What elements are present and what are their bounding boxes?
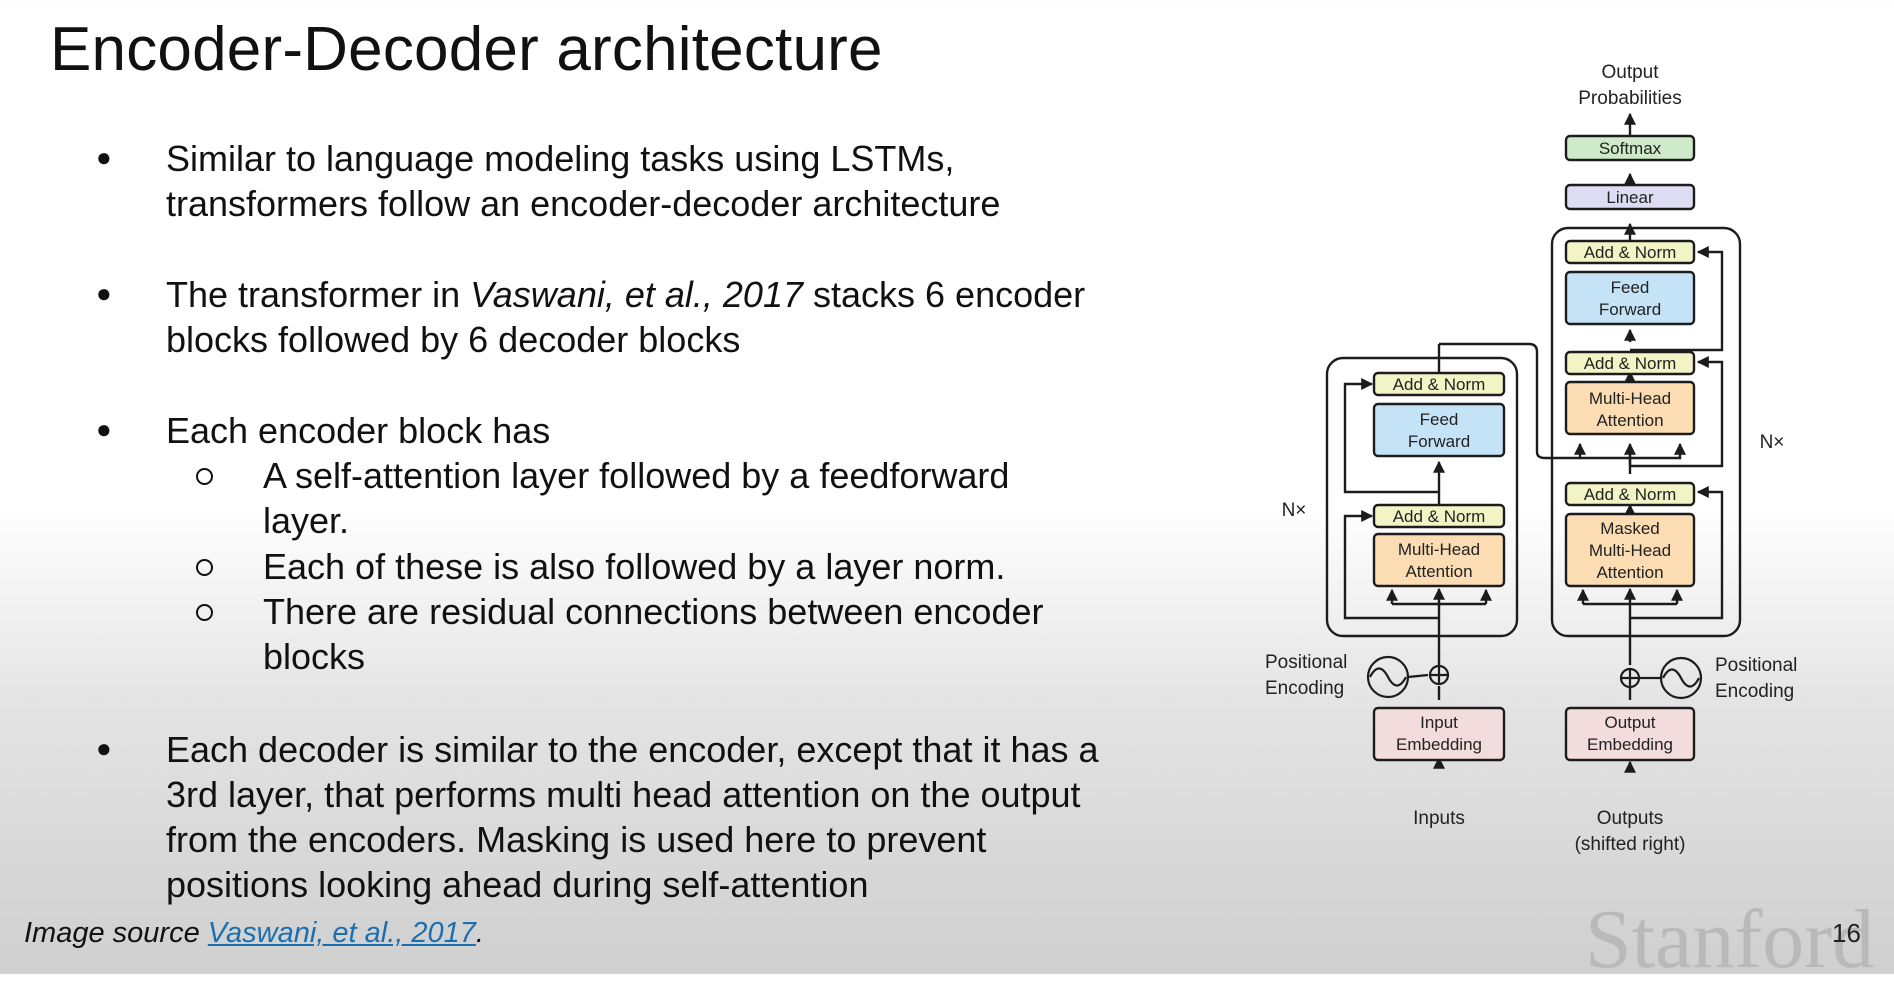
encoder-add-norm-top — [1372, 371, 1506, 397]
softmax-label: Softmax — [1599, 139, 1662, 158]
decoder-add-norm-middle — [1564, 350, 1696, 376]
bullet-2-text-pre: The transformer in — [166, 274, 471, 315]
encoder-add-norm-top-label: Add & Norm — [1393, 375, 1486, 394]
output-probabilities-label-2: Probabilities — [1578, 88, 1682, 109]
decoder-add-norm-middle-label: Add & Norm — [1584, 354, 1677, 373]
sub-bullet-1-line-2: layer. — [263, 500, 350, 541]
decoder-feed-forward — [1564, 270, 1696, 326]
decoder-add-norm-bottom-label: Add & Norm — [1584, 485, 1677, 504]
encoder-stack-frame — [1325, 356, 1519, 638]
input-embedding — [1372, 706, 1506, 762]
decoder-mha-label-1: Multi-Head — [1589, 389, 1671, 408]
citation-link[interactable]: Vaswani, et al., 2017 — [207, 917, 476, 949]
output-embedding — [1564, 706, 1696, 762]
decoder-feed-forward-label-1: Feed — [1611, 278, 1650, 297]
decoder-add-norm-top — [1564, 239, 1696, 265]
decoder-positional-encoding-label-1: Positional — [1715, 655, 1797, 676]
output-embedding-label-2: Embedding — [1587, 735, 1673, 754]
sub-bullet-3-line-2: blocks — [263, 636, 366, 677]
decoder-positional-encoding-label-2: Encoding — [1715, 681, 1794, 702]
decoder-feed-forward-label-2: Forward — [1599, 300, 1661, 319]
caption-prefix: Image source — [24, 917, 208, 949]
bullet-marker: ● — [96, 142, 112, 172]
bullet-2-line-2: blocks followed by 6 decoder blocks — [166, 319, 741, 360]
masked-mha-label-3: Attention — [1596, 563, 1663, 582]
bullet-4-line-4: positions looking ahead during self-atte… — [166, 864, 869, 905]
bullet-marker: ● — [96, 733, 112, 763]
sub-bullet-marker — [196, 604, 213, 621]
transformer-diagram: Output Probabilities Softmax Linear Add … — [1265, 62, 1797, 855]
encoder-add-norm-bottom — [1372, 503, 1506, 529]
bullet-2-line-1: The transformer in Vaswani, et al., 2017… — [166, 272, 1085, 317]
encoder-multi-head-attention — [1372, 532, 1506, 588]
outputs-label-2: (shifted right) — [1575, 834, 1686, 855]
bullet-4-line-3: from the encoders. Masking is used here … — [166, 819, 987, 860]
bullet-4-line-2: 3rd layer, that performs multi head atte… — [166, 774, 1081, 815]
outputs-label-1: Outputs — [1597, 808, 1664, 829]
encoder-positional-encoding-label-2: Encoding — [1265, 678, 1344, 699]
decoder-stack-frame — [1550, 226, 1742, 638]
bullet-3-line-1: Each encoder block has — [166, 410, 551, 451]
sub-bullet-3-line-1: There are residual connections between e… — [263, 591, 1044, 632]
encoder-feed-forward-label-2: Forward — [1408, 432, 1470, 451]
decoder-nx-label: N× — [1760, 432, 1785, 453]
linear-label: Linear — [1606, 188, 1654, 207]
stanford-watermark: Stanford — [1585, 893, 1875, 986]
bullet-1-line-1: Similar to language modeling tasks using… — [166, 138, 955, 179]
bullet-marker: ● — [96, 278, 112, 308]
image-source-caption: Image source Vaswani, et al., 2017. — [24, 917, 484, 950]
caption-suffix: . — [475, 917, 484, 949]
input-embedding-label-2: Embedding — [1396, 735, 1482, 754]
input-embedding-label-1: Input — [1420, 713, 1458, 732]
encoder-feed-forward-label-1: Feed — [1420, 410, 1459, 429]
encoder-mha-label-2: Attention — [1405, 562, 1472, 581]
decoder-masked-multi-head-attention — [1564, 512, 1696, 588]
bullet-list: ● Similar to language modeling tasks usi… — [96, 138, 1099, 905]
decoder-multi-head-attention — [1564, 380, 1696, 436]
sub-bullet-1-line-1: A self-attention layer followed by a fee… — [263, 455, 1010, 496]
bullet-1-line-2: transformers follow an encoder-decoder a… — [166, 183, 1001, 224]
bullet-2-text-post: stacks 6 encoder — [803, 274, 1086, 315]
encoder-mha-label-1: Multi-Head — [1398, 540, 1480, 559]
decoder-mha-label-2: Attention — [1596, 411, 1663, 430]
sub-bullet-2: Each of these is also followed by a laye… — [263, 546, 1006, 587]
bullet-2-citation: Vaswani, et al., 2017 — [470, 274, 803, 315]
bullet-4-line-1: Each decoder is similar to the encoder, … — [166, 729, 1099, 770]
masked-mha-label-2: Multi-Head — [1589, 541, 1671, 560]
encoder-positional-encoding-label-1: Positional — [1265, 652, 1347, 673]
decoder-add-norm-bottom — [1564, 481, 1696, 507]
output-probabilities-label-1: Output — [1601, 62, 1659, 83]
encoder-feed-forward — [1372, 402, 1506, 458]
inputs-label: Inputs — [1413, 808, 1465, 829]
output-embedding-label-1: Output — [1604, 713, 1655, 732]
sub-bullet-marker — [196, 468, 213, 485]
page-number: 16 — [1832, 918, 1861, 948]
encoder-add-norm-bottom-label: Add & Norm — [1393, 507, 1486, 526]
encoder-nx-label: N× — [1282, 500, 1307, 521]
decoder-add-norm-top-label: Add & Norm — [1584, 243, 1677, 262]
masked-mha-label-1: Masked — [1600, 519, 1660, 538]
sub-bullet-marker — [196, 559, 213, 576]
linear-box — [1564, 183, 1696, 211]
softmax-box — [1564, 134, 1696, 162]
bullet-marker: ● — [96, 414, 112, 444]
slide-title: Encoder-Decoder architecture — [50, 15, 883, 84]
